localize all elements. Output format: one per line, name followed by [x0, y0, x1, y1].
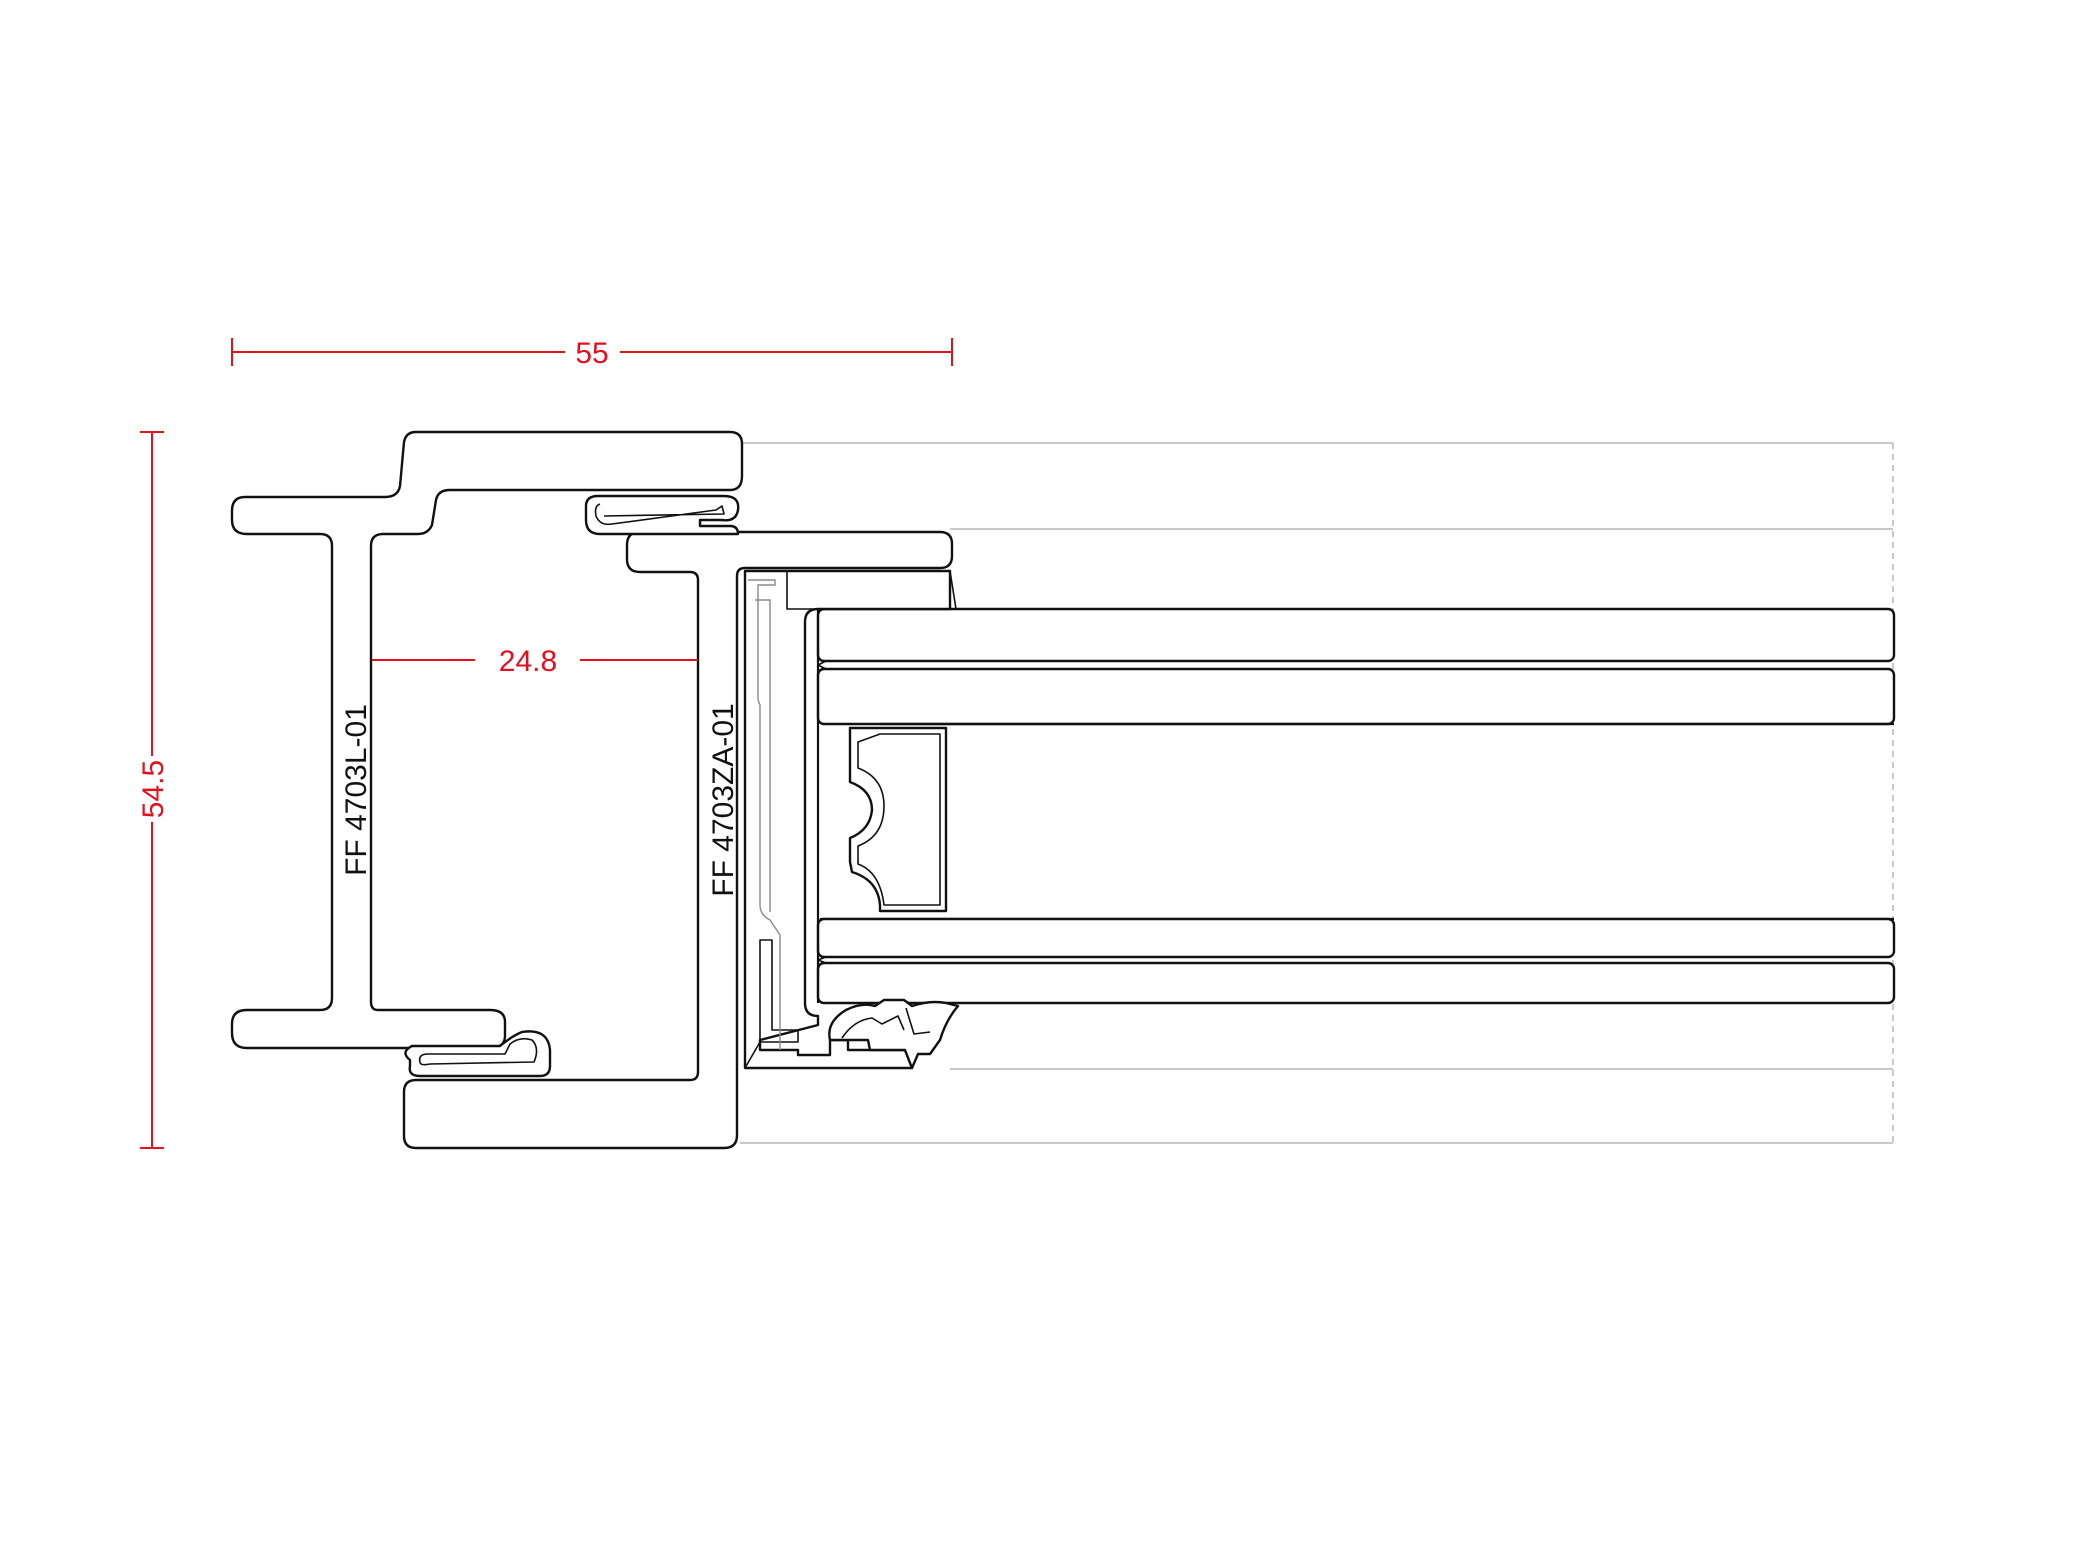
- dimension-inner-width-label: 24.8: [499, 645, 557, 678]
- sash-profile: [402, 530, 954, 1150]
- dimension-height-label: 54.5: [137, 760, 170, 818]
- sash-hidden-detail: [748, 579, 781, 1050]
- bottom-seal: [404, 1030, 552, 1078]
- glazing-continuation-lines: [740, 442, 1894, 1144]
- glazing-unit: [816, 607, 1896, 1005]
- dimension-overall-height: 54.5: [137, 431, 170, 1149]
- glazing-bead: [743, 569, 957, 1070]
- frame-profile: [230, 430, 744, 1050]
- dimension-width-label: 55: [575, 337, 608, 370]
- frame-profile-label: FF 4703L-01: [340, 704, 373, 876]
- dimension-overall-width: 55: [231, 337, 953, 370]
- dimension-inner-width: 24.8: [372, 645, 698, 678]
- spacer-bar: [848, 726, 948, 913]
- sash-profile-label: FF 4703ZA-01: [707, 703, 740, 896]
- wedge-gasket: [828, 998, 960, 1070]
- top-seal: [584, 494, 740, 536]
